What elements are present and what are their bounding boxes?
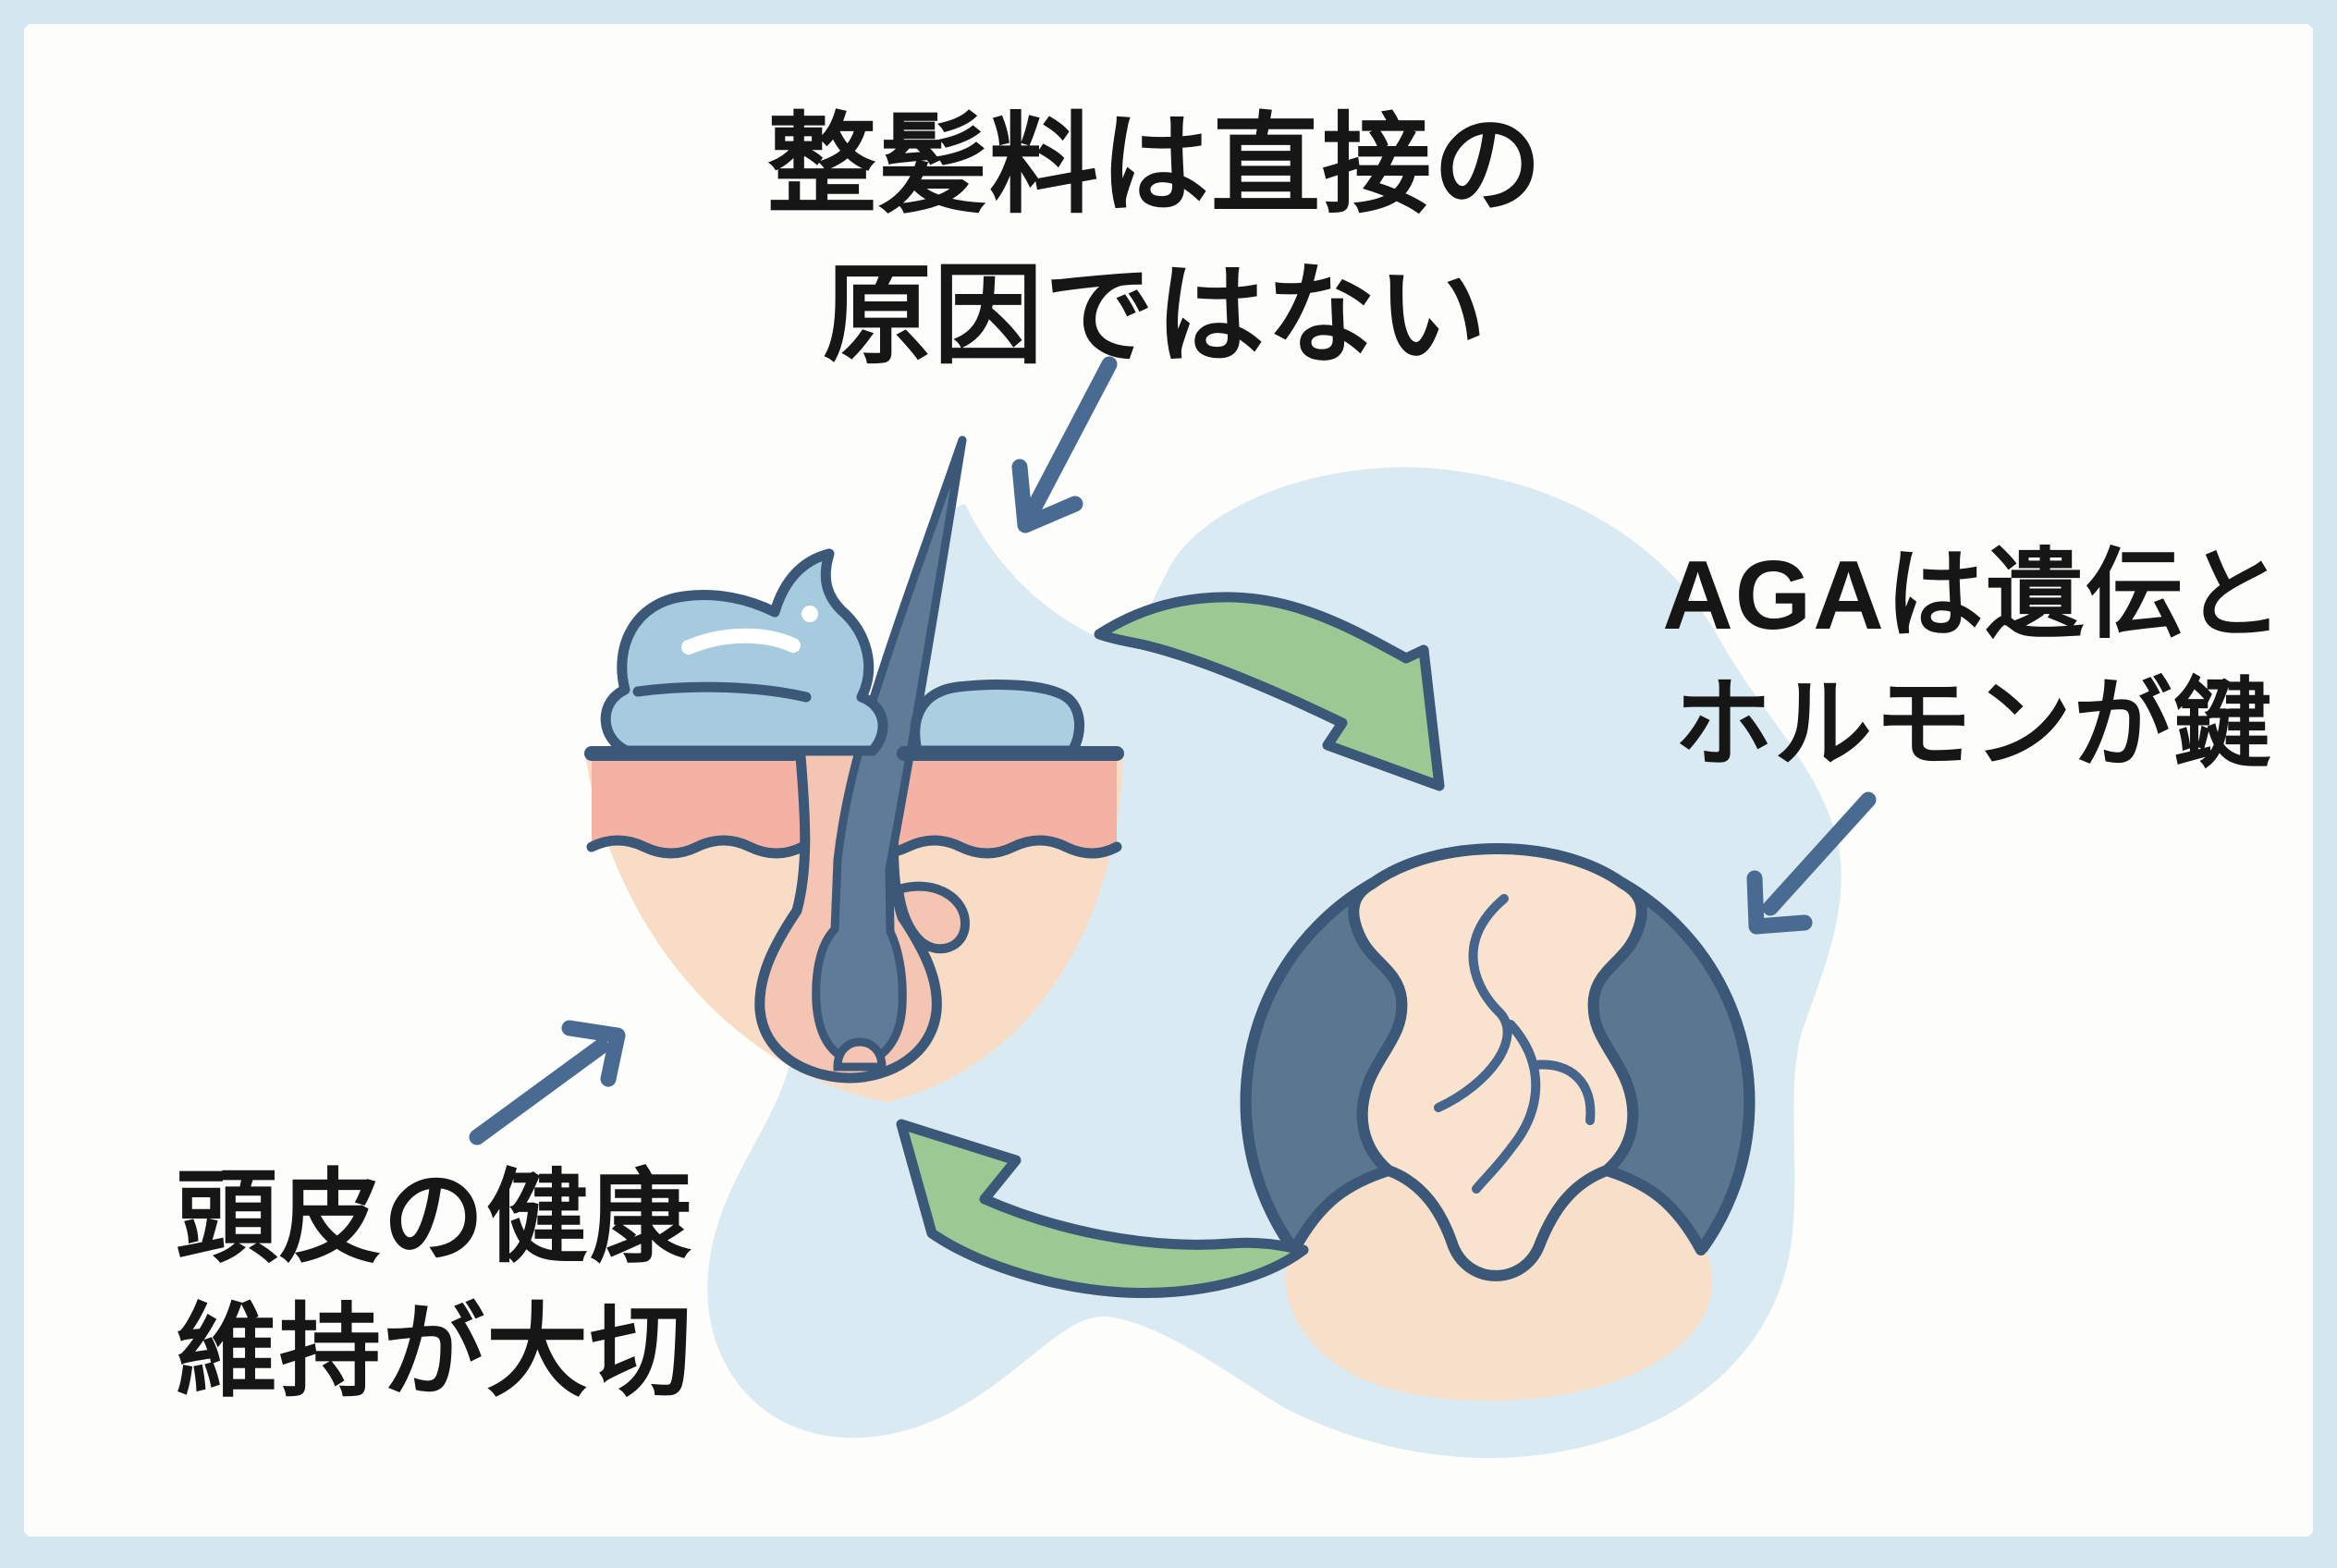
styling-cream-right: [910, 680, 1085, 756]
label-styling-product-line1: 整髪料は直接の: [766, 104, 1544, 227]
balding-head-icon: [1240, 843, 1756, 1402]
arrow-right-to-head: [1746, 791, 1877, 935]
styling-cream-left-swirl-line: [632, 681, 812, 703]
hair-papilla: [833, 1037, 887, 1072]
hair-strand-3: [1530, 1060, 1596, 1125]
hair-follicle-icon: [584, 435, 1124, 1102]
label-aga: AGAは遺伝と ホルモンが鍵: [1650, 532, 2297, 790]
cream-highlight-dot: [801, 606, 818, 622]
label-styling-product: 整髪料は直接の 原因ではない: [647, 91, 1664, 392]
head-face: [1285, 1239, 1712, 1402]
hair-strand-2: [1472, 1020, 1541, 1194]
illustration-artwork: [469, 356, 1877, 1459]
hair-strand-1: [1434, 894, 1512, 1112]
arrow-bottomleft-to-follicle: [469, 1020, 626, 1145]
label-aga-line1: AGAは遺伝と: [1662, 541, 2285, 650]
label-aga-line2: ホルモンが鍵: [1674, 669, 2273, 779]
infographic-canvas: 整髪料は直接の 原因ではない AGAは遺伝と ホルモンが鍵 頭皮の健康 維持が大…: [24, 24, 2313, 1537]
sebaceous-gland-icon: [894, 881, 970, 954]
cycle-arrow-to-head: [1094, 592, 1445, 791]
label-scalp-health-line1: 頭皮の健康: [176, 1161, 693, 1275]
label-styling-product-line2: 原因ではない: [822, 254, 1488, 377]
hair-shaft: [812, 435, 967, 1066]
label-scalp-health: 頭皮の健康 維持が大切: [120, 1151, 749, 1419]
arrow-top-to-follicle: [1011, 356, 1118, 533]
styling-cream-left: [600, 548, 888, 756]
cycle-arrow-to-follicle: [896, 1119, 1309, 1298]
label-scalp-health-line2: 維持が大切: [176, 1295, 693, 1410]
cream-highlight: [681, 628, 801, 655]
